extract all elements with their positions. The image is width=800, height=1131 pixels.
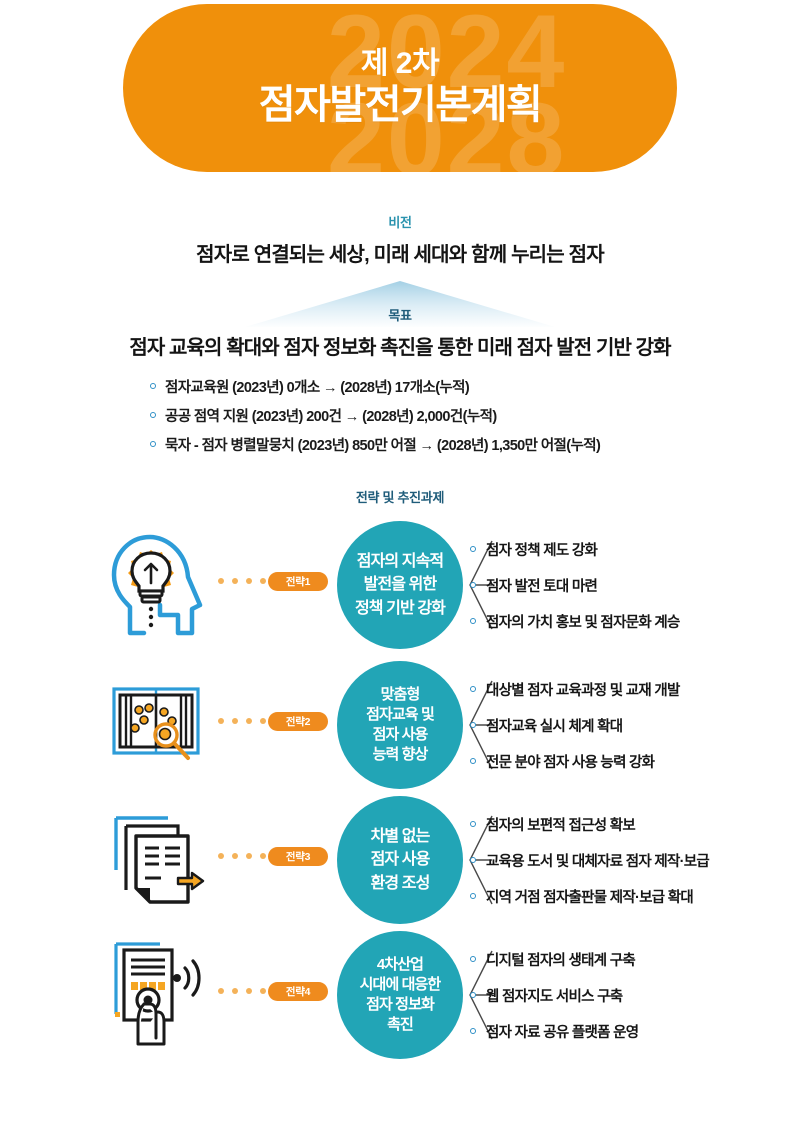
strategy-task-list: 대상별 점자 교육과정 및 교재 개발 점자교육 실시 체계 확대 전문 분야 … — [470, 671, 790, 779]
bullet-circle-icon — [470, 992, 476, 998]
strategy-title-line: 능력 향상 — [372, 746, 429, 764]
header-banner: 2024 2028 제 2차 점자발전기본계획 — [123, 4, 677, 172]
bullet-circle-icon — [150, 412, 156, 418]
bullet-circle-icon — [470, 582, 476, 588]
strategy-bubble[interactable]: 맞춤형 점자교육 및 점자 사용 능력 향상 — [337, 661, 463, 789]
strategy-title-line: 시대에 대응한 — [359, 975, 442, 993]
bullet-circle-icon — [470, 546, 476, 552]
task-text: 전문 분야 점자 사용 능력 강화 — [486, 754, 655, 771]
strategy-title-line: 맞춤형 — [380, 685, 421, 703]
goal-section: 목표 점자 교육의 확대와 점자 정보화 촉진을 통한 미래 점자 발전 기반 … — [0, 305, 800, 360]
goal-kicker: 목표 — [388, 308, 412, 323]
task-text: 점자의 보편적 접근성 확보 — [486, 817, 636, 834]
vision-kicker: 비전 — [388, 215, 412, 230]
strategy-title-line: 점자 정보화 — [366, 996, 435, 1013]
list-item: 대상별 점자 교육과정 및 교재 개발 — [470, 671, 790, 707]
bullet-circle-icon — [470, 758, 476, 764]
strategy-title-line: 발전을 위한 — [363, 576, 438, 594]
strategy-title-line: 점자의 지속적 — [356, 553, 444, 571]
strategy-badge[interactable]: 전략4 — [268, 982, 328, 1001]
head-lightbulb-gear-icon — [100, 523, 212, 647]
list-item: 디지털 점자의 생태계 구축 — [470, 941, 790, 977]
kpi-text: 공공 점역 지원 (2023년) 200건 → (2028년) 2,000건(누… — [165, 409, 497, 425]
bullet-circle-icon — [150, 383, 156, 389]
chevron-up-divider — [245, 281, 555, 327]
task-text: 디지털 점자의 생태계 구축 — [486, 952, 636, 969]
strategy-task-list: 점자의 보편적 접근성 확보 교육용 도서 및 대체자료 점자 제작·보급 지역… — [470, 806, 790, 914]
strategy-title-line: 점자 사용 — [372, 726, 429, 743]
strategy-title-line: 차별 없는 — [370, 828, 431, 846]
list-item: 점자교육원 (2023년) 0개소 → (2028년) 17개소(누적) — [150, 376, 690, 397]
bullet-circle-icon — [470, 1028, 476, 1034]
strategy-title-line: 정책 기반 강화 — [354, 599, 446, 617]
strategy-bubble[interactable]: 점자의 지속적 발전을 위한 정책 기반 강화 — [337, 521, 463, 649]
vision-statement: 점자로 연결되는 세상, 미래 세대와 함께 누리는 점자 — [196, 244, 604, 266]
goal-statement: 점자 교육의 확대와 점자 정보화 촉진을 통한 미래 점자 발전 기반 강화 — [129, 337, 671, 359]
task-text: 대상별 점자 교육과정 및 교재 개발 — [486, 682, 680, 699]
connector-dots — [218, 578, 266, 584]
strategy-row-4: 전략4 4차산업 시대에 대응한 점자 정보화 촉진 디지털 점자의 생태계 구… — [0, 925, 800, 1065]
list-item: 전문 분야 점자 사용 능력 강화 — [470, 743, 790, 779]
strategy-task-list: 점자 정책 제도 강화 점자 발전 토대 마련 점자의 가치 홍보 및 점자문화… — [470, 531, 790, 639]
connector-dots — [218, 988, 266, 994]
list-item: 웹 점자지도 서비스 구축 — [470, 977, 790, 1013]
braille-book-magnifier-icon — [100, 663, 212, 787]
list-item: 지역 거점 점자출판물 제작·보급 확대 — [470, 878, 790, 914]
bullet-circle-icon — [470, 618, 476, 624]
bullet-circle-icon — [470, 722, 476, 728]
connector-dots — [218, 718, 266, 724]
strategy-title-line: 4차산업 — [376, 955, 424, 973]
strategy-title-line: 촉진 — [387, 1016, 414, 1034]
list-item: 점자 자료 공유 플랫폼 운영 — [470, 1013, 790, 1049]
strategy-badge[interactable]: 전략1 — [268, 572, 328, 591]
strategy-badge[interactable]: 전략2 — [268, 712, 328, 731]
tablet-touch-signal-icon — [100, 933, 212, 1057]
task-text: 점자의 가치 홍보 및 점자문화 계승 — [486, 614, 680, 631]
kpi-text: 묵자 - 점자 병렬말뭉치 (2023년) 850만 어절 → (2028년) … — [165, 438, 601, 454]
vision-section: 비전 점자로 연결되는 세상, 미래 세대와 함께 누리는 점자 — [0, 212, 800, 267]
list-item: 점자의 보편적 접근성 확보 — [470, 806, 790, 842]
bullet-circle-icon — [470, 956, 476, 962]
task-text: 점자 자료 공유 플랫폼 운영 — [486, 1024, 639, 1041]
list-item: 점자교육 실시 체계 확대 — [470, 707, 790, 743]
strategy-row-2: 전략2 맞춤형 점자교육 및 점자 사용 능력 향상 대상별 점자 교육과정 및… — [0, 655, 800, 795]
strategy-title-line: 점자 사용 — [370, 851, 431, 869]
task-text: 점자 발전 토대 마련 — [486, 578, 598, 595]
strategy-row-3: 전략3 차별 없는 점자 사용 환경 조성 점자의 보편적 접근성 확보 교육용… — [0, 790, 800, 930]
bullet-circle-icon — [470, 821, 476, 827]
list-item: 교육용 도서 및 대체자료 점자 제작·보급 — [470, 842, 790, 878]
banner-title: 점자발전기본계획 — [258, 82, 543, 127]
list-item: 묵자 - 점자 병렬말뭉치 (2023년) 850만 어절 → (2028년) … — [150, 434, 690, 455]
watermark-2024: 2024 — [327, 4, 567, 110]
strategy-badge[interactable]: 전략3 — [268, 847, 328, 866]
bullet-circle-icon — [150, 441, 156, 447]
kpi-text: 점자교육원 (2023년) 0개소 → (2028년) 17개소(누적) — [165, 380, 470, 396]
strategy-task-list: 디지털 점자의 생태계 구축 웹 점자지도 서비스 구축 점자 자료 공유 플랫… — [470, 941, 790, 1049]
banner-subtitle: 제 2차 — [360, 47, 440, 80]
strategy-bubble[interactable]: 4차산업 시대에 대응한 점자 정보화 촉진 — [337, 931, 463, 1059]
goal-kpi-list: 점자교육원 (2023년) 0개소 → (2028년) 17개소(누적) 공공 … — [150, 376, 690, 463]
watermark-2028: 2028 — [327, 82, 567, 172]
task-text: 점자교육 실시 체계 확대 — [486, 718, 623, 735]
task-text: 점자 정책 제도 강화 — [486, 542, 598, 559]
strategy-title-line: 환경 조성 — [370, 874, 431, 892]
strategy-row-1: 전략1 점자의 지속적 발전을 위한 정책 기반 강화 점자 정책 제도 강화 … — [0, 515, 800, 655]
strategy-section-label: 전략 및 추진과제 — [355, 490, 445, 505]
list-item: 점자 정책 제도 강화 — [470, 531, 790, 567]
documents-arrow-icon — [100, 798, 212, 922]
task-text: 지역 거점 점자출판물 제작·보급 확대 — [486, 889, 694, 906]
bullet-circle-icon — [470, 686, 476, 692]
list-item: 공공 점역 지원 (2023년) 200건 → (2028년) 2,000건(누… — [150, 405, 690, 426]
task-text: 교육용 도서 및 대체자료 점자 제작·보급 — [486, 853, 710, 870]
strategy-bubble[interactable]: 차별 없는 점자 사용 환경 조성 — [337, 796, 463, 924]
connector-dots — [218, 853, 266, 859]
bullet-circle-icon — [470, 857, 476, 863]
bullet-circle-icon — [470, 893, 476, 899]
list-item: 점자 발전 토대 마련 — [470, 567, 790, 603]
strategy-title-line: 점자교육 및 — [366, 705, 435, 723]
list-item: 점자의 가치 홍보 및 점자문화 계승 — [470, 603, 790, 639]
banner-title-group: 제 2차 점자발전기본계획 — [123, 48, 677, 130]
task-text: 웹 점자지도 서비스 구축 — [486, 988, 623, 1005]
